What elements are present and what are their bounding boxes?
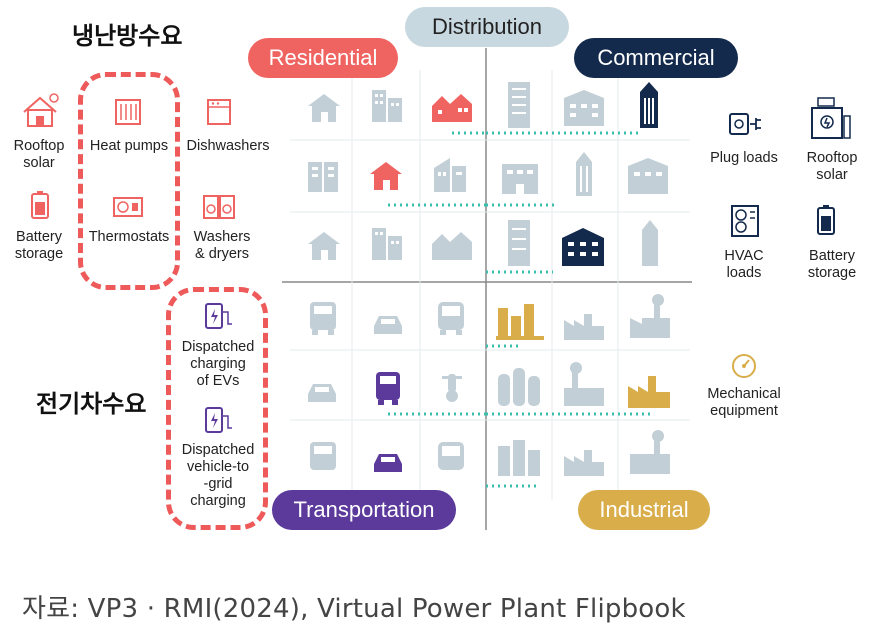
factory-smoke-icon bbox=[562, 360, 606, 408]
battery-icon bbox=[30, 190, 52, 220]
commercial-pill: Commercial bbox=[574, 38, 738, 78]
ev-charger-icon bbox=[204, 302, 234, 330]
house-icon bbox=[306, 92, 342, 124]
washer-dryer-icon bbox=[202, 194, 236, 220]
rooftop-solar-icon bbox=[22, 90, 62, 128]
factory-smoke-icon bbox=[628, 428, 672, 476]
distribution-pill: Distribution bbox=[405, 7, 569, 47]
office-block-navy-icon bbox=[560, 226, 606, 268]
factory-smoke-icon bbox=[628, 292, 672, 340]
dishwasher-icon bbox=[206, 98, 232, 126]
car-purple-icon bbox=[372, 450, 404, 474]
heat-pump-icon bbox=[114, 98, 142, 126]
skyscraper-navy-icon bbox=[634, 80, 664, 130]
thermostats-label: Thermostats bbox=[82, 229, 176, 246]
gauge-icon bbox=[730, 352, 758, 380]
spire-tower-icon bbox=[570, 150, 598, 198]
office-block-icon bbox=[562, 88, 606, 128]
car-icon bbox=[306, 380, 338, 404]
bus-icon bbox=[436, 440, 466, 476]
truck-icon bbox=[306, 440, 340, 476]
plug-loads-icon bbox=[728, 110, 762, 138]
office-tower-icon bbox=[504, 80, 534, 130]
left-battery-storage-label: Battery storage bbox=[6, 229, 72, 263]
transportation-pill: Transportation bbox=[272, 490, 456, 530]
right-battery-storage-label: Battery storage bbox=[794, 248, 870, 282]
house-icon bbox=[306, 230, 342, 262]
thermostat-icon bbox=[112, 196, 144, 218]
washers-dryers-label: Washers & dryers bbox=[182, 229, 262, 263]
heat-pumps-label: Heat pumps bbox=[82, 138, 176, 155]
apartment-icon bbox=[306, 158, 340, 194]
left-rooftop-solar-label: Rooftop solar bbox=[8, 138, 70, 172]
apartment-icon bbox=[370, 88, 404, 124]
office-block-icon bbox=[626, 156, 670, 196]
townhouse-icon bbox=[430, 230, 474, 262]
truck-purple-icon bbox=[372, 370, 404, 406]
apartment-icon bbox=[370, 226, 404, 262]
factory-gold-icon bbox=[626, 370, 672, 410]
dispatched-v2g-label: Dispatched vehicle-to -grid charging bbox=[170, 442, 266, 510]
commercial-rooftop-solar-icon bbox=[808, 96, 852, 140]
hvac-loads-label: HVAC loads bbox=[706, 248, 782, 282]
industrial-pill: Industrial bbox=[578, 490, 710, 530]
townhouse-red-icon bbox=[430, 92, 474, 124]
factory-icon bbox=[562, 306, 606, 342]
spire-tower-icon bbox=[636, 218, 664, 268]
right-rooftop-solar-label: Rooftop solar bbox=[796, 150, 868, 184]
commercial-battery-icon bbox=[816, 204, 838, 236]
dispatched-charging-label: Dispatched charging of EVs bbox=[172, 339, 264, 390]
house-red-icon bbox=[368, 160, 404, 192]
refinery-gold-icon bbox=[496, 298, 544, 340]
v2g-charger-icon bbox=[204, 406, 234, 434]
truck-icon bbox=[306, 300, 340, 336]
residential-pill: Residential bbox=[248, 38, 398, 78]
source-caption: 자료: VP3 · RMI(2024), Virtual Power Plant… bbox=[22, 588, 686, 625]
factory-icon bbox=[562, 442, 606, 478]
bus-icon bbox=[436, 300, 466, 336]
office-tower-icon bbox=[504, 218, 534, 268]
car-icon bbox=[372, 312, 404, 336]
hvac-icon bbox=[730, 204, 760, 238]
plug-loads-label: Plug loads bbox=[700, 150, 788, 167]
tower-house-icon bbox=[432, 156, 468, 194]
refinery-icon bbox=[496, 436, 542, 478]
refinery-icon bbox=[496, 364, 542, 408]
motorcycle-icon bbox=[438, 370, 466, 404]
mechanical-equipment-label: Mechanical equipment bbox=[696, 386, 792, 420]
office-block-icon bbox=[500, 160, 540, 196]
dishwashers-label: Dishwashers bbox=[180, 138, 276, 155]
